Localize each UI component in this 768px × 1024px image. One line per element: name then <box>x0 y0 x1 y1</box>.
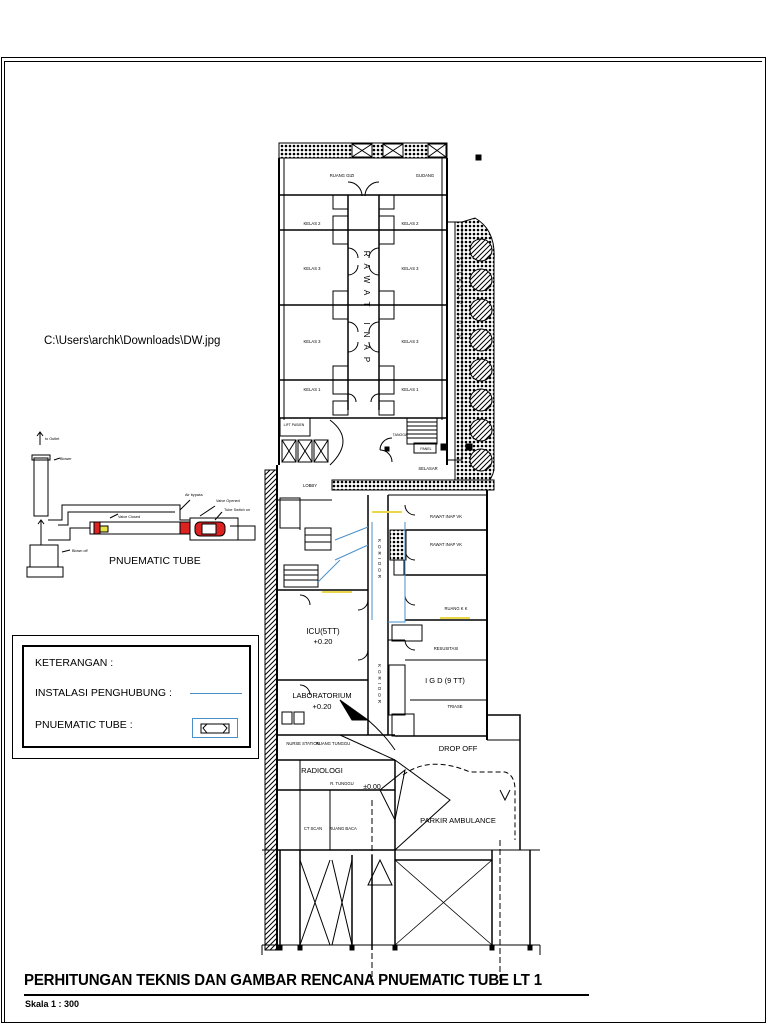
label-r-tunggu: R. TUNGGU <box>330 781 353 786</box>
upper-wing <box>278 142 495 491</box>
label-lobby: LOBBY <box>303 483 317 488</box>
label-lab-level: +0.20 <box>313 702 332 711</box>
label-kelas1-right: KELAS 1 <box>402 387 420 392</box>
label-drop-off: DROP OFF <box>439 744 478 753</box>
pt-valve-opened: Valve Opened <box>216 499 240 503</box>
legend-connection-line <box>190 693 242 694</box>
label-selasar: SELASAR <box>418 466 437 471</box>
drawing-inner-border <box>4 61 762 1023</box>
label-koridor-lower: KORIDOR <box>377 664 382 706</box>
label-nurse-station: NURSE STATION <box>286 741 319 746</box>
pneumatic-lines <box>317 511 470 623</box>
room-labels: RUANG GIZI GUDANG KELAS 2 KELAS 2 KELAS … <box>284 173 468 831</box>
legend-tube-label: PNUEMATIC TUBE : <box>35 719 133 731</box>
legend-outer-box <box>12 635 259 759</box>
pt-to-outlet: to Outlet <box>45 437 60 441</box>
label-ct-scan: CT SCAN <box>304 826 322 831</box>
lower-wing <box>261 465 541 985</box>
label-ruang-gizi: RUANG GIZI <box>330 173 354 178</box>
drawing-border <box>1 57 766 1023</box>
label-igd: I G D (9 TT) <box>425 676 465 685</box>
room-labels-large: ICU(5TT) +0.20 I G D (9 TT) LABORATORIUM… <box>292 251 496 825</box>
label-laboratorium: LABORATORIUM <box>292 691 351 700</box>
label-ruang-tunggu: RUANG TUNGGU <box>316 741 350 746</box>
legend-title: KETERANGAN : <box>35 657 114 669</box>
label-triase: TRIASE <box>447 704 462 709</box>
label-selasar-luar: SELASAR LUAR <box>456 257 462 343</box>
label-rawat-inap-vk-1: RAWAT INAP VK <box>430 514 462 519</box>
legend-tube-box <box>192 718 238 738</box>
label-ruang-kk: RUANG K K <box>444 606 467 611</box>
label-kelas1-left: KELAS 1 <box>304 387 322 392</box>
drawing-scale: Skala 1 : 300 <box>25 999 80 1009</box>
label-icu: ICU(5TT) <box>306 627 340 636</box>
label-koridor-upper: KORIDOR <box>377 539 382 581</box>
label-kelas3-left-b: KELAS 3 <box>304 339 322 344</box>
drawing-title: PERHITUNGAN TEKNIS DAN GAMBAR RENCANA PN… <box>24 972 542 989</box>
label-lift-pasien: LIFT PASIEN <box>284 423 305 427</box>
pt-blower: Blower <box>60 457 72 461</box>
label-tangga: TANGGA <box>393 433 408 437</box>
pt-air-bypass: Air bypass <box>185 493 203 497</box>
pt-blown-off: Blown off <box>72 549 88 553</box>
label-kelas3-left-a: KELAS 3 <box>304 266 322 271</box>
label-resusitasi: RESUSITASI <box>434 646 459 651</box>
file-path-text: C:\Users\archk\Downloads\DW.jpg <box>44 335 221 347</box>
legend-tube-symbol <box>200 723 230 734</box>
label-parkir-ambulance: PARKIR AMBULANCE <box>420 816 496 825</box>
label-rawat-inap: RAWAT INAP <box>362 251 371 369</box>
label-kelas3-right-b: KELAS 3 <box>402 339 420 344</box>
legend-inner-box <box>22 645 251 748</box>
label-gudang: GUDANG <box>416 173 434 178</box>
label-kelas2-left: KELAS 2 <box>304 221 322 226</box>
pt-tube-switch: Tube Switch on <box>224 508 250 512</box>
title-underline <box>24 994 589 996</box>
legend-connection-label: INSTALASI PENGHUBUNG : <box>35 687 172 699</box>
pneumatic-diagram-labels: to Outlet Blower Air bypass Valve Opened… <box>45 437 250 553</box>
label-radiologi: RADIOLOGI <box>301 766 343 775</box>
label-ground-level: ±0.00 <box>363 784 381 791</box>
label-rawat-inap-vk-2: RAWAT INAP VK <box>430 542 462 547</box>
label-icu-level: +0.20 <box>314 637 333 646</box>
pneumatic-diagram <box>26 431 256 578</box>
label-kelas2-right: KELAS 2 <box>402 221 420 226</box>
label-kelas3-right-a: KELAS 3 <box>402 266 420 271</box>
label-ruang-baca: RUANG BACA <box>329 826 357 831</box>
pt-valve-closed: Valve Closed <box>118 515 140 519</box>
pneumatic-tube-caption: PNUEMATIC TUBE <box>109 555 201 567</box>
label-panel: PANEL <box>420 447 431 451</box>
